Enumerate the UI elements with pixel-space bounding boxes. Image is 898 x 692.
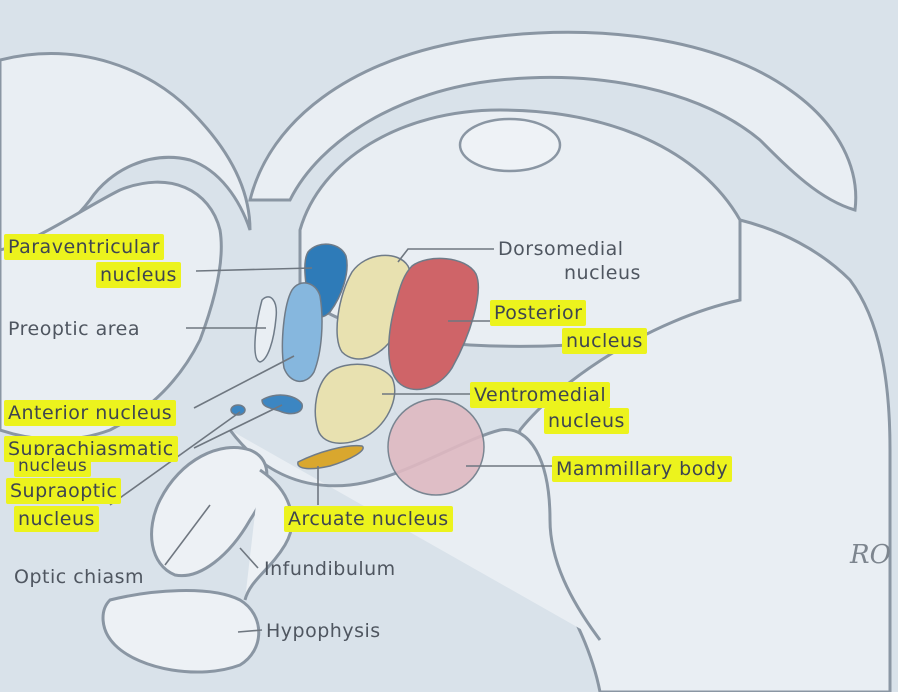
interthalamic-adhesion: [460, 119, 560, 171]
mammillary-body-shape: [388, 399, 484, 495]
optic-chiasm: [152, 447, 267, 575]
ventromedial-nucleus-shape: [315, 364, 394, 443]
label-posterior-line2: nucleus: [562, 328, 647, 354]
label-hypophysis: Hypophysis: [266, 620, 381, 642]
anterior-nucleus-shape: [282, 283, 322, 381]
label-dorsomedial-line2: nucleus: [564, 262, 641, 284]
label-supraoptic-line2: nucleus: [14, 506, 99, 532]
label-anterior-nucleus: Anterior nucleus: [4, 400, 176, 426]
arcuate-nucleus-shape: [298, 446, 363, 469]
label-preoptic-area: Preoptic area: [8, 318, 140, 340]
label-ventromedial-line1: Ventromedial: [470, 382, 610, 408]
label-ventromedial-line2: nucleus: [544, 408, 629, 434]
label-arcuate-nucleus: Arcuate nucleus: [284, 506, 453, 532]
label-infundibulum: Infundibulum: [264, 558, 396, 580]
label-paraventricular-line2: nucleus: [96, 262, 181, 288]
label-dorsomedial-line1: Dorsomedial: [498, 238, 624, 260]
label-suprachiasmatic-line2: nucleus: [14, 455, 91, 477]
label-supraoptic-line1: Supraoptic: [6, 478, 121, 504]
label-optic-chiasm: Optic chiasm: [14, 566, 144, 588]
artist-signature: RO: [850, 540, 891, 570]
suprachiasmatic-nucleus-shape: [262, 395, 302, 414]
preoptic-area-shape: [255, 297, 276, 362]
label-posterior-line1: Posterior: [490, 300, 586, 326]
hypophysis-gland: [103, 591, 259, 673]
label-paraventricular-line1: Paraventricular: [4, 234, 164, 260]
label-mammillary-body: Mammillary body: [552, 456, 732, 482]
